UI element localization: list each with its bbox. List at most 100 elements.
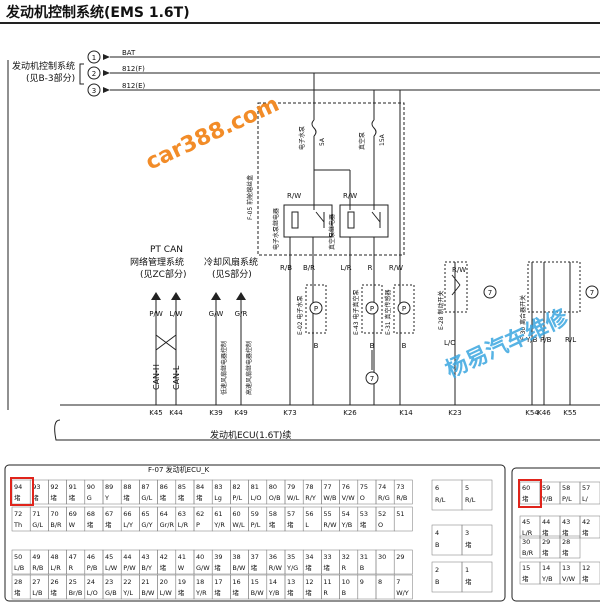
pin-number: 88 — [123, 483, 131, 491]
pin-number: 39 — [214, 553, 222, 561]
pin-number: 19 — [178, 578, 186, 586]
ground-wire-b: B — [314, 342, 319, 350]
highlight-pin-60 — [518, 479, 542, 508]
pin-number: 64 — [160, 510, 168, 518]
pin-number: 30 — [522, 538, 530, 546]
pin-color: 堵 — [542, 528, 549, 537]
pin-color: B/R — [50, 521, 62, 529]
ecu-pin-label: K46 — [537, 409, 551, 417]
pin-number: 60 — [522, 484, 530, 492]
pin-number: 13 — [562, 564, 570, 572]
pin-number: 69 — [69, 510, 77, 518]
title-divider — [0, 22, 600, 24]
ground-wire-b: B — [370, 342, 375, 350]
pin-color: L/R — [50, 564, 61, 572]
pin-color: 堵 — [287, 520, 294, 529]
pin-number: 61 — [214, 510, 222, 518]
pin-color: 堵 — [123, 493, 130, 502]
pin-number: 1 — [465, 566, 469, 574]
pin-color: R — [323, 589, 328, 597]
pin-color: Y — [104, 494, 109, 502]
pin-number: 14 — [269, 578, 277, 586]
bus-arrow — [103, 54, 110, 60]
pin-number: 85 — [178, 483, 186, 491]
left-system-title: 发动机控制系统 — [12, 60, 75, 72]
bus-number: 2 — [92, 70, 96, 78]
connector-cell — [393, 506, 413, 532]
ecu-pin-label: K26 — [343, 409, 357, 417]
pin-number: 5 — [465, 484, 469, 492]
pin-color: R/L — [465, 496, 476, 504]
pin-color: G/L — [32, 521, 43, 529]
pin-number: 35 — [287, 553, 295, 561]
pin-color: Y/L — [122, 589, 133, 597]
pin-color: 堵 — [214, 588, 221, 597]
pin-color: Lg — [214, 494, 222, 502]
ecu-pin-label: K45 — [149, 409, 163, 417]
pin-color: Y/B — [341, 521, 353, 529]
ecu-pin-label: K49 — [234, 409, 248, 417]
connector-frame — [4, 464, 506, 602]
pin-number: 65 — [141, 510, 149, 518]
pin-color: B/W — [232, 564, 246, 572]
bus-circle — [87, 50, 101, 64]
bus-bracket — [79, 63, 84, 85]
pin-color: 堵 — [178, 588, 185, 597]
pin-number: 29 — [396, 553, 404, 561]
bus-circle — [87, 66, 101, 80]
pin-color: Y/B — [541, 495, 553, 503]
ground-symbol — [365, 371, 379, 385]
ecu-pin-label: K73 — [283, 409, 297, 417]
wire-color: L/R — [340, 264, 351, 272]
pin-number: 87 — [141, 483, 149, 491]
component-symbol — [365, 301, 379, 315]
pin-color: B/W — [251, 589, 265, 597]
pin-color: W — [69, 521, 76, 529]
connector-cell — [393, 574, 413, 600]
wire-color: L/O — [444, 339, 456, 347]
pin-color: 堵 — [232, 588, 239, 597]
pin-number: 25 — [69, 578, 77, 586]
pin-number: 42 — [582, 518, 590, 526]
relay-coil — [347, 211, 355, 229]
pin-color: R/W — [269, 564, 283, 572]
ecu-pin-label: K39 — [209, 409, 223, 417]
ground-wire-b: B — [402, 342, 407, 350]
pin-number: 46 — [87, 553, 95, 561]
pin-color: P/B — [87, 564, 98, 572]
bus-number: 1 — [92, 54, 96, 62]
pin-color: V/W — [342, 494, 356, 502]
fuse-rating: 5A — [319, 137, 326, 146]
pin-number: 12 — [582, 564, 590, 572]
pin-number: 37 — [251, 553, 259, 561]
pin-color: G/L — [141, 494, 152, 502]
bus-arrow — [103, 87, 110, 93]
watermark-yangyi: 杨易汽车维修 — [442, 304, 574, 384]
ground-symbol-label: 7 — [488, 289, 492, 297]
pin-color: 堵 — [562, 528, 569, 537]
pin-number: 26 — [50, 578, 58, 586]
left-system-ref: (见B-3部分) — [26, 72, 75, 84]
pin-number: 90 — [87, 483, 95, 491]
pin-color: V/W — [562, 575, 576, 583]
connector2-cell — [579, 481, 600, 505]
fuse-rating: 15A — [379, 133, 386, 146]
pin-number: 22 — [123, 578, 131, 586]
pin-color: O/B — [269, 494, 281, 502]
pin-color: 堵 — [287, 588, 294, 597]
pin-color: 堵 — [562, 548, 569, 557]
pin-color: G/B — [105, 589, 117, 597]
pin-number: 10 — [342, 578, 350, 586]
connector-cell — [393, 479, 413, 505]
relay-box-label: F-05 前舱熔丝盒 — [246, 175, 254, 220]
component-frame — [393, 284, 415, 334]
ptcan-title: PT CAN — [150, 245, 183, 255]
pin-color: B — [360, 564, 364, 572]
pin-number: 47 — [69, 553, 77, 561]
pin-number: 91 — [69, 483, 77, 491]
wire-color: R/W — [389, 264, 403, 272]
fuse-name: 电子水泵 — [298, 126, 306, 150]
pin-color: G/Y — [141, 521, 152, 529]
pin-color: W — [178, 564, 185, 572]
